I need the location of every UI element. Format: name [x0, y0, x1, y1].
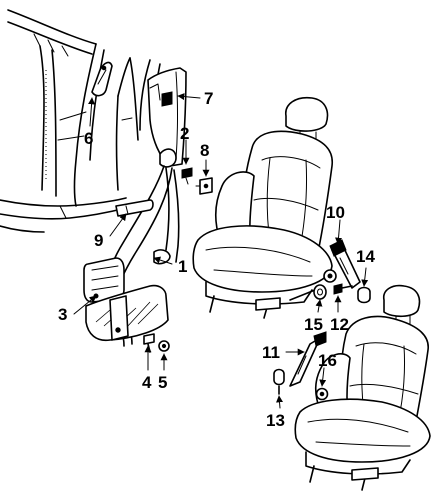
callout-labels: 1 2 3 4 5 6 7 8 9 10 11 12 13 14 15 16 — [58, 89, 375, 430]
callout-4: 4 — [142, 373, 152, 392]
upper-anchor-cover — [91, 61, 113, 97]
nut-part-5 — [158, 340, 170, 352]
pillar-trim-panel — [147, 67, 187, 167]
callout-10: 10 — [326, 203, 345, 222]
rear-seat-lower — [294, 284, 431, 491]
front-seat-upper — [192, 96, 337, 319]
bushing-part-15 — [313, 284, 327, 300]
callout-5: 5 — [158, 373, 167, 392]
lower-anchor-area — [85, 284, 169, 342]
bracket-part-8 — [195, 177, 213, 195]
callout-3: 3 — [58, 305, 67, 324]
bolt-part-2 — [181, 167, 193, 185]
callout-14: 14 — [356, 247, 375, 266]
callout-9: 9 — [94, 231, 103, 250]
leader-lines — [73, 93, 369, 409]
bolt-part-13 — [273, 368, 285, 395]
callout-6: 6 — [84, 129, 93, 148]
callout-1: 1 — [178, 257, 187, 276]
bolt-part-4 — [143, 333, 155, 353]
callout-11: 11 — [262, 343, 280, 362]
vehicle-body-outline — [0, 9, 161, 233]
callout-7: 7 — [204, 89, 213, 108]
callout-2: 2 — [180, 124, 189, 143]
bolt-part-12 — [333, 283, 353, 295]
front-seat-belt-assembly — [83, 148, 180, 347]
callout-15: 15 — [304, 315, 323, 334]
nut-part-16 — [315, 387, 329, 401]
callout-16: 16 — [318, 351, 337, 370]
callout-8: 8 — [200, 141, 209, 160]
cap-part-14 — [357, 286, 371, 304]
callout-13: 13 — [266, 411, 285, 430]
buckle-part-11 — [289, 331, 327, 387]
callout-12: 12 — [330, 315, 349, 334]
